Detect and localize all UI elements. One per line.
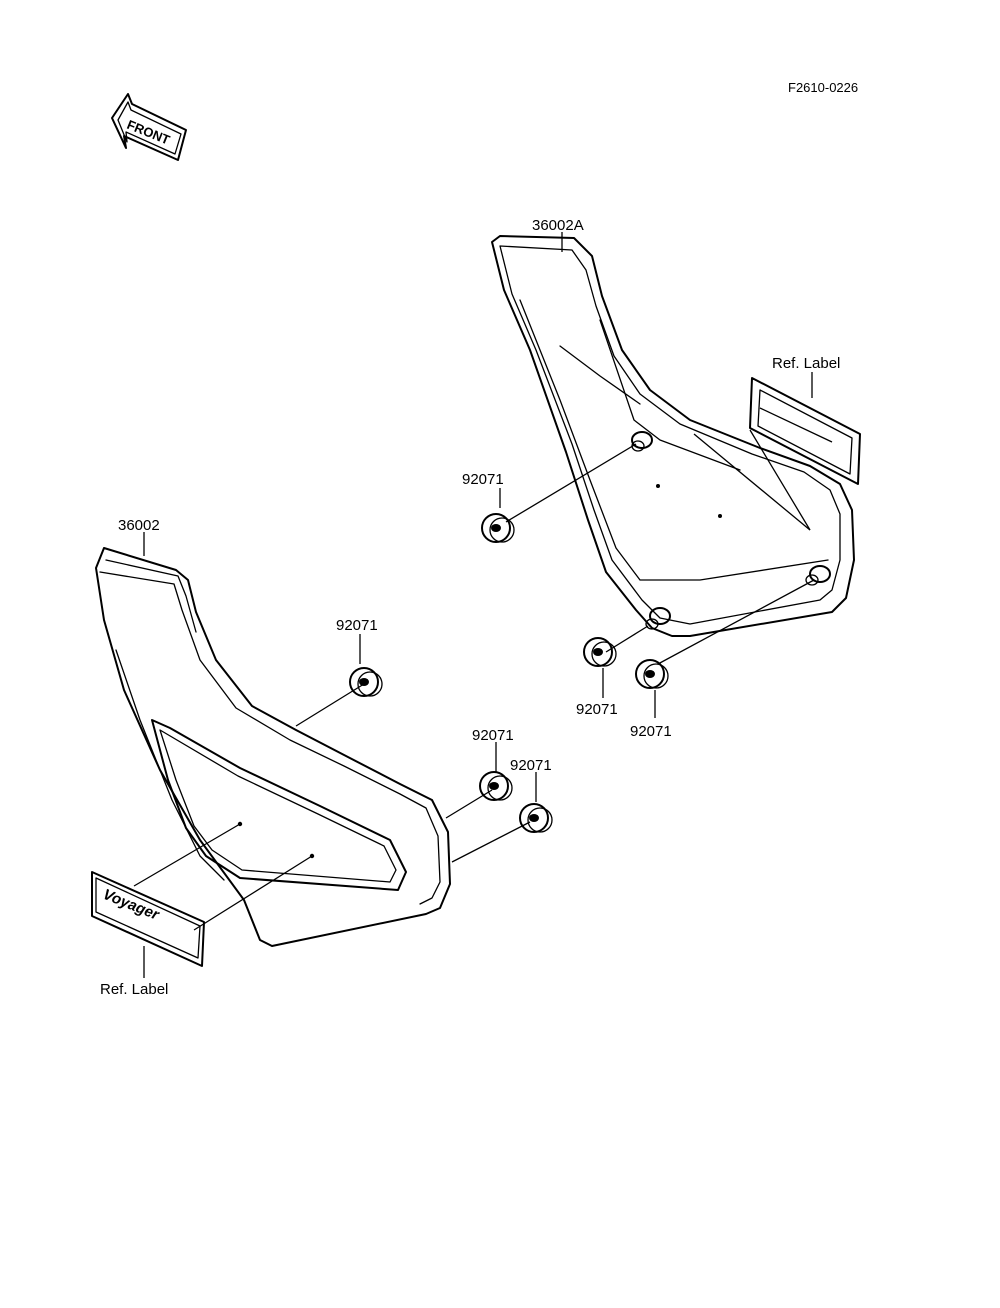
leader-line: [749, 429, 811, 531]
leader-line: [657, 579, 815, 665]
leader-line: [759, 407, 833, 443]
mount-boss-lower: [645, 607, 671, 630]
part-label-92071-lower-right-a: 92071: [576, 701, 618, 718]
figure-code: F2610-0226: [788, 80, 858, 95]
grommet-upper-left: [349, 667, 383, 697]
side-cover-left: [95, 547, 451, 947]
leader-line: [133, 823, 241, 887]
front-arrow-icon: FRONT: [111, 93, 187, 161]
front-arrow-label: FRONT: [125, 117, 172, 148]
part-label-36002A: 36002A: [532, 217, 584, 234]
leader-line: [505, 443, 637, 523]
leader-line: [693, 433, 811, 531]
grommet-lower-right-right: [635, 659, 669, 689]
grommet-mid-left: [479, 771, 513, 801]
part-label-92071-upper-right: 92071: [462, 471, 504, 488]
mount-boss-rear: [805, 565, 831, 586]
ref-label-plate-right: [749, 377, 861, 485]
voyager-emblem: Voyager: [91, 871, 205, 967]
grommet-lower-left: [519, 803, 553, 833]
grommet-lower-left-right: [583, 637, 617, 667]
rivet-hole: [656, 484, 660, 488]
part-label-92071-mid-left: 92071: [472, 727, 514, 744]
mount-boss-upper: [631, 431, 653, 452]
leader-line: [193, 855, 313, 931]
part-label-92071-lower-left: 92071: [510, 757, 552, 774]
part-label-92071-lower-right-b: 92071: [630, 723, 672, 740]
part-label-ref-label-left: Ref. Label: [100, 981, 168, 998]
leader-line: [605, 625, 649, 653]
rivet-hole: [718, 514, 722, 518]
leader-line: [451, 821, 531, 863]
side-cover-right: [491, 235, 855, 637]
leader-line: [445, 789, 493, 819]
grommet-upper-right: [481, 513, 515, 543]
part-label-ref-label-right: Ref. Label: [772, 355, 840, 372]
part-label-36002: 36002: [118, 517, 160, 534]
part-label-92071-upper-left: 92071: [336, 617, 378, 634]
